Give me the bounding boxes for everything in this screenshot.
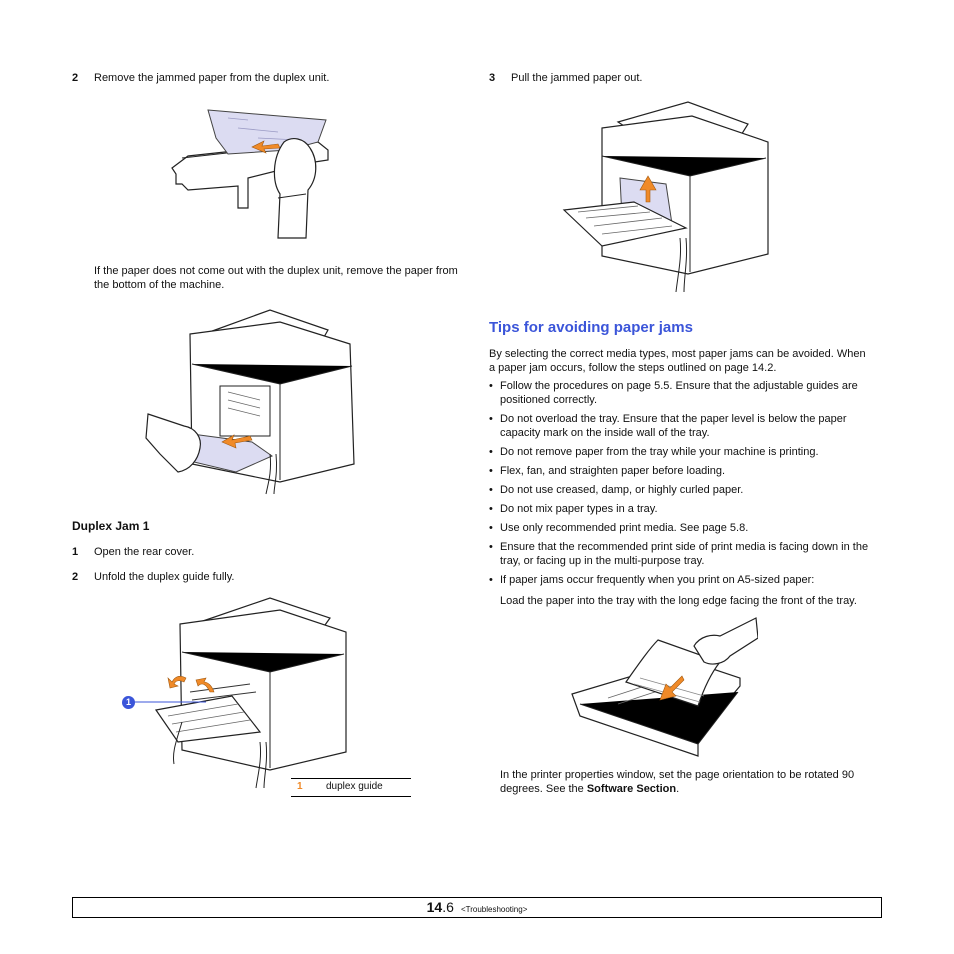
software-section-ref: Software Section: [586, 783, 677, 795]
step-number: 1: [72, 546, 79, 558]
printer-bottom-jam-illustration: [140, 304, 360, 496]
bottom-removal-note: If the paper does not come out with the …: [94, 265, 458, 291]
legend-number: 1: [297, 781, 303, 792]
step-text: Open the rear cover.: [94, 546, 195, 558]
page-number-major: 14: [426, 899, 443, 915]
duplex-unit-illustration: [168, 98, 333, 243]
list-item: Do not mix paper types in a tray.: [489, 502, 881, 516]
footer-content: 14.6 <Troubleshooting>: [73, 899, 881, 915]
step-1-open-rear-cover: 1 Open the rear cover.: [72, 545, 194, 559]
step-number: 2: [72, 571, 79, 583]
list-item: Follow the procedures on page 5.5. Ensur…: [489, 379, 881, 407]
step-number: 3: [489, 72, 496, 84]
step-2-remove-duplex: 2 Remove the jammed paper from the duplex…: [72, 71, 329, 85]
callout-1-marker: 1: [122, 696, 135, 709]
orientation-end: .: [676, 783, 680, 795]
page-number-minor: .6: [442, 899, 454, 915]
duplex-guide-illustration: [120, 592, 355, 792]
list-item: Do not remove paper from the tray while …: [489, 445, 881, 459]
list-item: Flex, fan, and straighten paper before l…: [489, 464, 881, 478]
tips-list: Follow the procedures on page 5.5. Ensur…: [489, 379, 881, 592]
list-item: Do not overload the tray. Ensure that th…: [489, 412, 881, 440]
step-number: 2: [72, 72, 79, 84]
step-text: Remove the jammed paper from the duplex …: [94, 72, 330, 84]
list-item: Ensure that the recommended print side o…: [489, 540, 881, 568]
list-item: If paper jams occur frequently when you …: [489, 573, 881, 587]
footer-section: <Troubleshooting>: [460, 905, 528, 914]
step-2-unfold-guide: 2 Unfold the duplex guide fully.: [72, 570, 234, 584]
list-item: Do not use creased, damp, or highly curl…: [489, 483, 881, 497]
duplex-jam-heading: Duplex Jam 1: [72, 519, 150, 533]
step-3-pull-paper: 3 Pull the jammed paper out.: [489, 71, 642, 85]
list-item: Use only recommended print media. See pa…: [489, 521, 881, 535]
page-footer: 14.6 <Troubleshooting>: [72, 897, 882, 918]
legend-label: duplex guide: [326, 781, 383, 792]
paper-tray-illustration: [568, 612, 758, 762]
legend-table: 1 duplex guide: [291, 778, 411, 797]
tips-intro: By selecting the correct media types, mo…: [489, 348, 866, 374]
a5-load-note: Load the paper into the tray with the lo…: [500, 595, 857, 607]
orientation-text: In the printer properties window, set th…: [500, 769, 855, 795]
tips-heading: Tips for avoiding paper jams: [489, 319, 693, 336]
orientation-note: In the printer properties window, set th…: [500, 768, 885, 796]
printer-pull-paper-illustration: [562, 98, 772, 294]
step-text: Pull the jammed paper out.: [511, 72, 643, 84]
step-text: Unfold the duplex guide fully.: [94, 571, 235, 583]
